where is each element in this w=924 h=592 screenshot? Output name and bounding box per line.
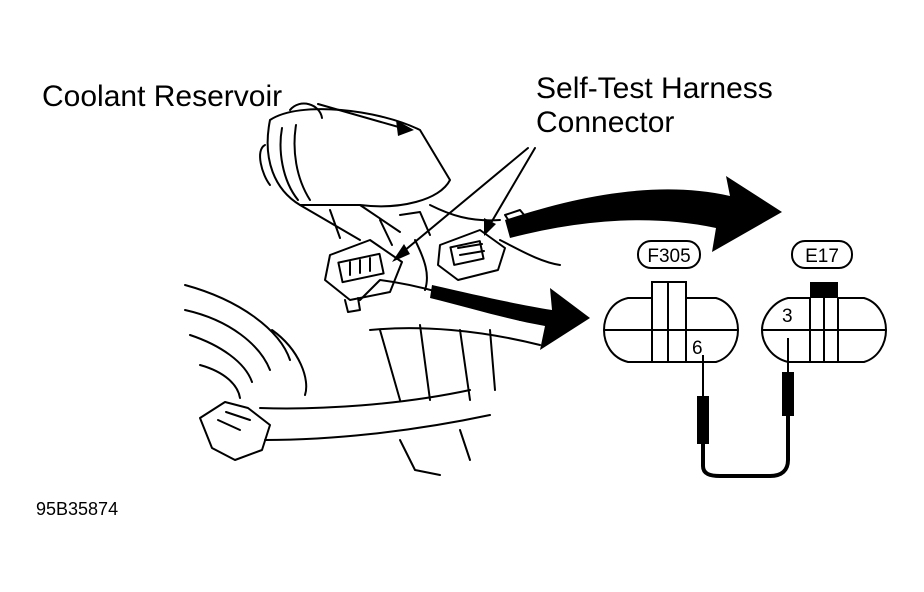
engine-bay-illustration <box>184 204 561 476</box>
f305-pin-number: 6 <box>692 338 703 359</box>
large-arrow-to-e17 <box>505 176 782 252</box>
harness-pointer-line-a <box>397 147 529 257</box>
large-arrow-to-f305 <box>430 285 590 350</box>
coolant-pointer-arrowhead <box>396 120 414 136</box>
harness-arrowhead-b <box>484 218 496 236</box>
coolant-reservoir-illustration <box>259 102 451 241</box>
self-test-harness-label-line2: Connector <box>536 106 675 139</box>
jumper-wire <box>697 338 794 478</box>
coolant-reservoir-label: Coolant Reservoir <box>42 80 283 113</box>
e17-key-tab <box>810 282 838 298</box>
harness-arrowhead-a <box>392 244 410 262</box>
self-test-harness-label-line1: Self-Test Harness <box>536 72 773 105</box>
harness-connector-left <box>324 239 403 313</box>
f305-tag-label: F305 <box>647 246 690 267</box>
e17-pin-number: 3 <box>782 306 793 327</box>
e17-tag-label: E17 <box>805 246 839 267</box>
harness-pointer-line-b <box>487 147 536 229</box>
e17-connector-face <box>760 240 888 363</box>
figure-code: 95B35874 <box>36 499 119 519</box>
f305-connector-face <box>602 240 740 363</box>
coolant-pointer-line <box>317 103 403 129</box>
